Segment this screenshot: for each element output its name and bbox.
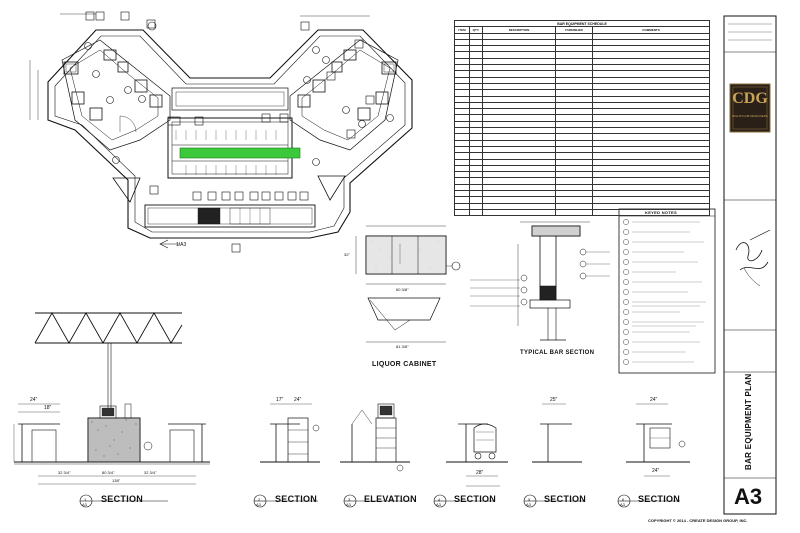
section-1-drawing [13, 403, 210, 485]
cdg-logo-subtitle: NIGHTCLUB DESIGNERS [732, 114, 768, 118]
dim-32b-s1: 32 3/4" [144, 470, 157, 475]
schedule-row [454, 208, 710, 217]
schedule-row [454, 114, 710, 122]
section-4-label: SECTION [454, 494, 497, 504]
schedule-cell [592, 70, 710, 78]
elevation-3-number: 3 [348, 497, 351, 502]
schedule-cell [592, 82, 710, 91]
elevation-3-drawing [340, 403, 410, 472]
cdg-logo: CDG [732, 90, 768, 107]
section-2-label: SECTION [275, 494, 318, 504]
section-markers [79, 494, 680, 508]
schedule-title: BAR EQUIPMENT SCHEDULE [454, 19, 710, 28]
dim-32-lc: 32" [344, 252, 350, 257]
dim-24b-s6: 24" [652, 468, 660, 474]
dim-60-lc: 60 3/8" [396, 287, 409, 292]
section-1-label: SECTION [101, 494, 144, 504]
title-block-frame [723, 15, 777, 515]
schedule-cell [555, 208, 593, 217]
schedule-row [454, 64, 710, 72]
section-1-number: 1 [84, 497, 87, 502]
schedule-row [454, 76, 710, 84]
dim-28-s4: 28" [476, 470, 484, 476]
schedule-cell [592, 64, 710, 72]
schedule-cell [592, 114, 710, 122]
section-4-number: 4 [438, 497, 441, 502]
typical-bar-section-detail [470, 221, 610, 341]
dim-80-s1: 80 3/4" [102, 470, 115, 475]
schedule-cell [454, 208, 470, 217]
schedule-cell [592, 76, 710, 84]
equipment-schedule-table: BAR EQUIPMENT SCHEDULE ITEM QTY. DESCRIP… [454, 19, 710, 217]
schedule-cell [592, 120, 710, 129]
typical-bar-section-label: TYPICAL BAR SECTION [520, 350, 595, 356]
section-2-drawing [260, 403, 320, 463]
schedule-row [454, 95, 710, 103]
keyed-notes-title: KEYED NOTES [645, 210, 677, 215]
schedule-row [454, 70, 710, 78]
schedule-row [454, 108, 710, 116]
dim-17-s2: 17" [276, 397, 284, 403]
schedule-cell [482, 208, 556, 217]
dim-24-s2: 24" [294, 397, 302, 403]
dim-32a-s1: 32 3/4" [58, 470, 71, 475]
dim-18-s1: 18" [44, 405, 52, 411]
dim-24-s1: 24" [30, 397, 38, 403]
plan-ref-tag: 1/A3 [176, 242, 187, 248]
truss-elevation [34, 312, 183, 410]
section-6-sheet: A3 [620, 502, 625, 507]
dim-81-lc: 81 3/8" [396, 344, 409, 349]
dim-25-s5: 25" [550, 397, 558, 403]
section-5-number: 5 [528, 497, 531, 502]
sheet-number: A3 [734, 484, 763, 509]
section-2-number: 2 [258, 497, 261, 502]
section-5-drawing [532, 403, 582, 463]
schedule-cell [592, 208, 710, 217]
sheet-title: BAR EQUIPMENT PLAN [744, 373, 753, 470]
schedule-row [454, 82, 710, 91]
schedule-cell [592, 101, 710, 110]
schedule-cell [592, 89, 710, 97]
section-4-sheet: A3 [436, 502, 441, 507]
schedule-row [454, 101, 710, 110]
schedule-cell [592, 108, 710, 116]
bar-floor-plan [29, 11, 413, 253]
section-2-sheet: A3 [256, 502, 261, 507]
section-6-label: SECTION [638, 494, 681, 504]
elevation-3-label: ELEVATION [364, 494, 417, 504]
section-6-drawing [626, 403, 690, 477]
schedule-row [454, 89, 710, 97]
schedule-cell [469, 208, 483, 217]
section-6-number: 6 [622, 497, 625, 502]
schedule-rows [454, 32, 710, 217]
liquor-cabinet-detail [355, 225, 461, 343]
section-1-sheet: A3 [82, 502, 87, 507]
liquor-cabinet-label: LIQUOR CABINET [372, 361, 437, 368]
dim-138-s1: 138" [112, 478, 121, 483]
keyed-notes-box [618, 208, 716, 374]
copyright-text: COPYRIGHT © 2014 - CREATE DESIGN GROUP, … [648, 518, 748, 523]
elevation-3-sheet: A3 [346, 502, 351, 507]
section-5-sheet: A3 [526, 502, 531, 507]
schedule-cell [592, 95, 710, 103]
section-5-label: SECTION [544, 494, 587, 504]
dim-24-s6: 24" [650, 397, 658, 403]
schedule-row [454, 120, 710, 129]
section-4-drawing [446, 423, 508, 487]
